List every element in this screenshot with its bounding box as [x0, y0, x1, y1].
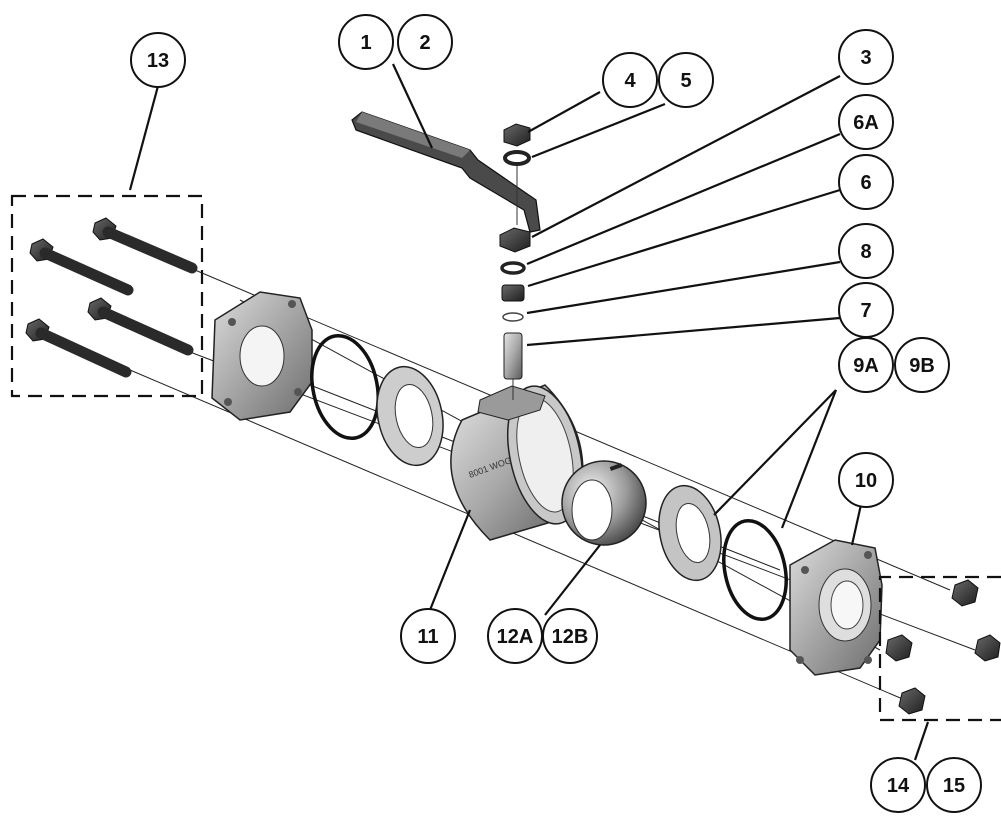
bolt-set-group [10, 194, 204, 398]
callout-9a-label: 9A [853, 355, 879, 377]
callout-12a: 12A [487, 608, 543, 664]
callout-7: 7 [838, 282, 894, 338]
callout-15: 15 [926, 757, 982, 813]
callout-14-label: 14 [887, 775, 910, 797]
left-end-cap [211, 291, 313, 421]
stem [503, 332, 523, 380]
callout-4: 4 [602, 52, 658, 108]
callout-11-label: 11 [417, 626, 438, 648]
callout-10-label: 10 [855, 470, 877, 492]
leader-lines [128, 63, 930, 761]
callout-13-label: 13 [147, 50, 169, 72]
o-ring-left [310, 333, 380, 441]
callout-8-label: 8 [860, 241, 871, 263]
callout-4-label: 4 [624, 70, 636, 92]
gland-packing [501, 284, 525, 302]
bolt [25, 318, 132, 378]
seat-left [376, 365, 444, 467]
bolt [92, 217, 198, 274]
hex-nut [974, 634, 1001, 662]
callout-12b: 12B [542, 608, 598, 664]
callout-1-label: 1 [360, 32, 371, 54]
belleville-washer [500, 261, 526, 275]
callout-5-label: 5 [680, 70, 691, 92]
callout-5: 5 [658, 52, 714, 108]
callout-6a-label: 6A [853, 112, 879, 134]
handle-nut [503, 123, 531, 147]
nut-set-group [878, 575, 1001, 722]
hex-nut [951, 579, 979, 607]
callout-6a: 6A [838, 94, 894, 150]
lock-washer [503, 150, 531, 166]
callout-6-label: 6 [860, 172, 871, 194]
bolt [87, 297, 194, 356]
gland-nut [499, 227, 531, 253]
callout-13: 13 [130, 32, 186, 88]
callout-3: 3 [838, 29, 894, 85]
hex-nut [885, 634, 913, 662]
callout-6: 6 [838, 154, 894, 210]
right-end-cap [789, 539, 883, 676]
callout-1: 1 [338, 14, 394, 70]
callout-9a: 9A [838, 337, 894, 393]
callout-8: 8 [838, 223, 894, 279]
callout-9b: 9B [894, 337, 950, 393]
o-ring-right [722, 518, 788, 622]
hex-nut [898, 687, 926, 715]
seat-right [658, 484, 722, 582]
bolt [29, 238, 134, 296]
callout-12b-label: 12B [552, 626, 589, 648]
callout-11: 11 [400, 608, 456, 664]
callout-15-label: 15 [943, 775, 965, 797]
ball [561, 460, 647, 546]
callout-14: 14 [870, 757, 926, 813]
stem-stack [499, 123, 531, 400]
callout-9b-label: 9B [909, 355, 935, 377]
callout-12a-label: 12A [497, 626, 534, 648]
callout-2-label: 2 [419, 32, 430, 54]
callout-3-label: 3 [860, 47, 871, 69]
valve-body: 8001 WOG [450, 384, 584, 541]
handle [351, 111, 541, 233]
callout-10: 10 [838, 452, 894, 508]
callout-2: 2 [397, 14, 453, 70]
stem-thrust-washer [502, 312, 524, 322]
callout-7-label: 7 [860, 300, 871, 322]
